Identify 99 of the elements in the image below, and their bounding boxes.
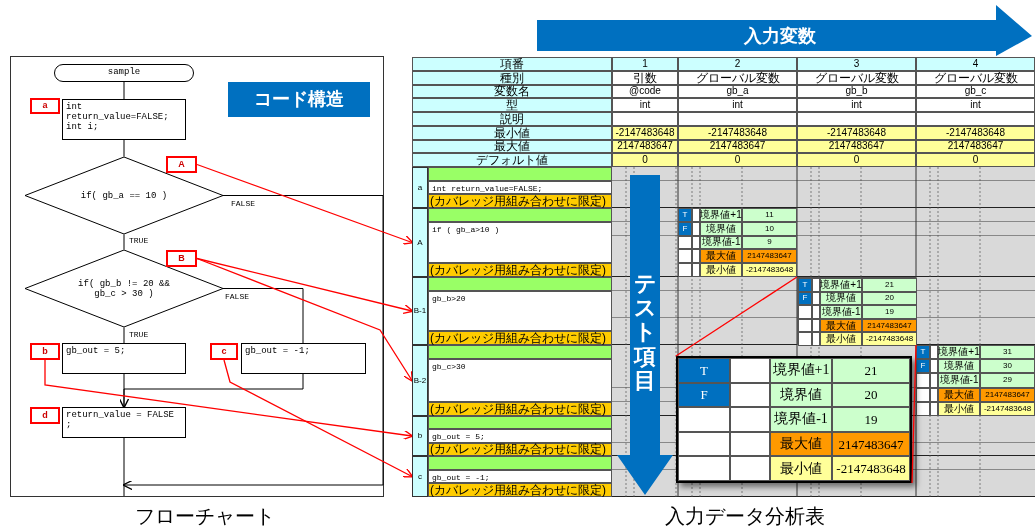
connector-line (123, 81, 125, 100)
label-tag: A (166, 156, 197, 173)
table-cell: 最大値 (700, 249, 742, 264)
table-cell: 21 (832, 358, 910, 383)
label-tag: d (30, 407, 60, 424)
arrow (44, 359, 414, 440)
row-header-cell: c (412, 456, 428, 497)
note-cell: (カバレッジ用組み合わせに限定) (428, 331, 612, 345)
table-cell: 29 (980, 373, 1035, 388)
table-cell: 20 (832, 382, 910, 408)
flag-cell: T (916, 345, 930, 360)
connector-line (675, 276, 798, 357)
caption: 入力データ分析表 (664, 504, 826, 528)
table-cell: 11 (742, 208, 797, 222)
code-cell: if ( gb_a>10 ) (428, 221, 612, 264)
header-cell: 型 (412, 98, 612, 112)
edge-label: TRUE (128, 330, 150, 339)
zoom-inset (676, 356, 912, 483)
row-header-cell: a (412, 167, 428, 208)
connector-line (123, 233, 125, 251)
code-cell: gb_b>20 (428, 290, 612, 332)
code-cell: gb_out = 5; (428, 429, 612, 443)
flag-cell: T (678, 208, 692, 222)
process-box: gb_out = -1; (241, 343, 366, 374)
arrow (196, 257, 414, 315)
table-cell: 2147483647 (742, 249, 797, 264)
table-cell: 19 (862, 305, 917, 319)
arrow (122, 195, 384, 491)
header-cell: 説明 (412, 112, 612, 126)
table-cell: 0 (612, 153, 678, 167)
row-header-cell: B-2 (412, 345, 428, 416)
note-cell: (カバレッジ用組み合わせに限定) (428, 263, 612, 277)
row-header-cell: A (412, 208, 428, 277)
table-cell: 3 (797, 57, 916, 71)
table-cell: int (797, 98, 916, 112)
table-cell: -2147483648 (832, 456, 910, 481)
table-cell: 19 (832, 407, 910, 432)
table-cell: 境界値+1 (770, 358, 832, 383)
row-header-cell: B-1 (412, 277, 428, 345)
label-tag: c (210, 343, 238, 360)
header-cell: デフォルト値 (412, 153, 612, 167)
edge-label: FALSE (230, 199, 256, 208)
table-cell: 1 (612, 57, 678, 71)
flag-cell: T (798, 278, 812, 292)
edge-label: TRUE (128, 236, 150, 245)
flag-cell: T (678, 358, 730, 383)
table-cell: -2147483648 (862, 332, 917, 346)
table-cell: 0 (916, 153, 1035, 167)
table-cell: 境界値-1 (938, 373, 980, 388)
table-cell: 最小値 (770, 456, 832, 481)
table-cell: 2 (678, 57, 797, 71)
connector-line (222, 288, 304, 344)
table-cell: 31 (980, 345, 1035, 360)
table-cell: 境界値-1 (770, 407, 832, 432)
table-cell: int (916, 98, 1035, 112)
table-cell: 最小値 (700, 263, 742, 277)
table-cell: 0 (797, 153, 916, 167)
note-cell: (カバレッジ用組み合わせに限定) (428, 483, 612, 497)
table-cell: 境界値 (770, 382, 832, 408)
connector-line (123, 326, 125, 344)
arrow (223, 359, 414, 478)
header-cell: 項番 (412, 57, 612, 71)
connector-line (123, 437, 125, 497)
edge-label: FALSE (224, 292, 250, 301)
table-cell: -2147483648 (742, 263, 797, 277)
table-cell: 0 (678, 153, 797, 167)
table-cell: 境界値 (938, 359, 980, 374)
table-cell: int (612, 98, 678, 112)
table-cell: 境界値-1 (820, 305, 862, 319)
table-cell: 2147483647 (832, 431, 910, 457)
label-tag: b (30, 343, 60, 360)
arrow (118, 373, 304, 409)
table-cell: int (678, 98, 797, 112)
caption: フローチャート (134, 504, 276, 528)
arrow-label: 入力変数 (743, 25, 817, 48)
table-cell: 最小値 (820, 332, 862, 346)
table-cell: 最大値 (770, 431, 832, 457)
arrow (196, 257, 414, 382)
table-cell: 4 (916, 57, 1035, 71)
table-block (797, 277, 916, 345)
process-box: return_value = FALSE ; (62, 407, 186, 438)
title-banner: コード構造 (228, 82, 370, 117)
flag-cell: F (678, 382, 730, 408)
label-tag: B (166, 250, 197, 267)
process-box: int return_value=FALSE; int i; (62, 99, 186, 140)
code-cell: gb_c>30 (428, 359, 612, 402)
table-cell: 21 (862, 278, 917, 292)
connector-line (911, 344, 917, 484)
arrow-label: テスト項目 (634, 272, 656, 393)
connector-line (123, 373, 125, 408)
connector-line (123, 139, 125, 158)
label-tag: a (30, 98, 60, 114)
row-header-cell: b (412, 416, 428, 456)
note-cell: (カバレッジ用組み合わせに限定) (428, 194, 612, 208)
flag-cell: F (916, 359, 930, 374)
table-cell: 30 (980, 359, 1035, 374)
arrow (196, 163, 414, 245)
start-terminal: sample (54, 64, 194, 82)
process-box: gb_out = 5; (62, 343, 186, 374)
